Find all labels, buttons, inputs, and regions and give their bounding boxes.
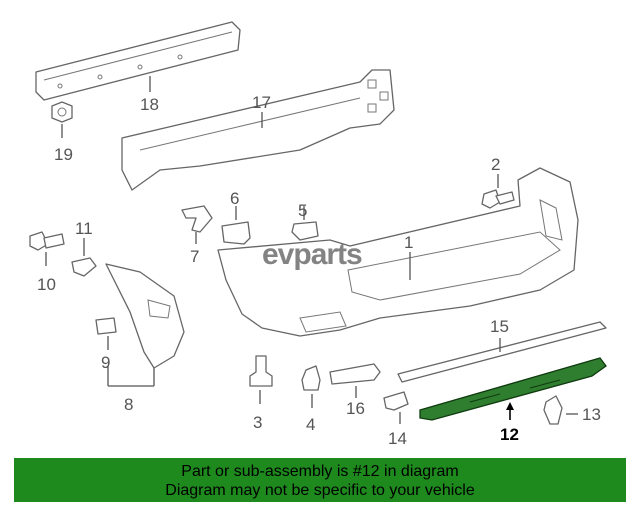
part-2-bolt[interactable] — [481, 189, 515, 209]
parts-diagram: 18 19 17 2 1 6 7 5 — [29, 21, 607, 448]
callout-13: 13 — [582, 405, 601, 424]
info-banner: Part or sub-assembly is #12 in diagram D… — [14, 458, 626, 502]
part-8-mudguard[interactable] — [105, 263, 185, 369]
part-16-reflector[interactable] — [329, 363, 381, 385]
callout-7: 7 — [190, 247, 199, 266]
part-3-screw[interactable] — [249, 355, 273, 387]
part-9-bracket[interactable] — [95, 317, 117, 335]
callout-12: 12 — [500, 425, 519, 444]
part-5-bracket[interactable] — [291, 221, 319, 241]
leader-12-arrow — [506, 402, 514, 410]
callout-2: 2 — [491, 155, 500, 174]
callout-1: 1 — [404, 233, 413, 252]
callout-4: 4 — [306, 415, 315, 434]
callout-16: 16 — [346, 399, 365, 418]
part-7-bracket[interactable] — [181, 205, 213, 233]
part-4-clip[interactable] — [301, 365, 321, 391]
callout-9: 9 — [101, 353, 110, 372]
callout-18: 18 — [140, 95, 159, 114]
callout-11: 11 — [75, 219, 93, 238]
part-15-molding[interactable] — [397, 321, 607, 383]
callout-8: 8 — [124, 395, 133, 414]
part-10-bolt[interactable] — [29, 231, 65, 251]
callout-3: 3 — [253, 413, 262, 432]
part-13-clip[interactable] — [543, 395, 563, 425]
part-6-bracket[interactable] — [221, 221, 251, 245]
callout-6: 6 — [230, 189, 239, 208]
callout-10: 10 — [37, 275, 56, 294]
part-11-clip[interactable] — [71, 257, 97, 277]
banner-line-1: Part or sub-assembly is #12 in diagram — [181, 463, 459, 480]
part-12-step-pad[interactable] — [419, 357, 607, 421]
callout-15: 15 — [490, 317, 509, 336]
part-17-absorber[interactable] — [121, 69, 395, 191]
watermark-logo: evparts — [262, 238, 363, 271]
callout-19: 19 — [54, 145, 73, 164]
callout-14: 14 — [388, 429, 407, 448]
callout-17: 17 — [252, 93, 271, 112]
banner-line-2: Diagram may not be specific to your vehi… — [165, 482, 475, 499]
part-18-reinforcement[interactable] — [35, 21, 241, 101]
part-14-bracket[interactable] — [383, 391, 409, 411]
callout-5: 5 — [298, 201, 307, 220]
part-1-bumper-cover[interactable] — [217, 167, 579, 337]
part-19-nut[interactable] — [51, 101, 73, 123]
